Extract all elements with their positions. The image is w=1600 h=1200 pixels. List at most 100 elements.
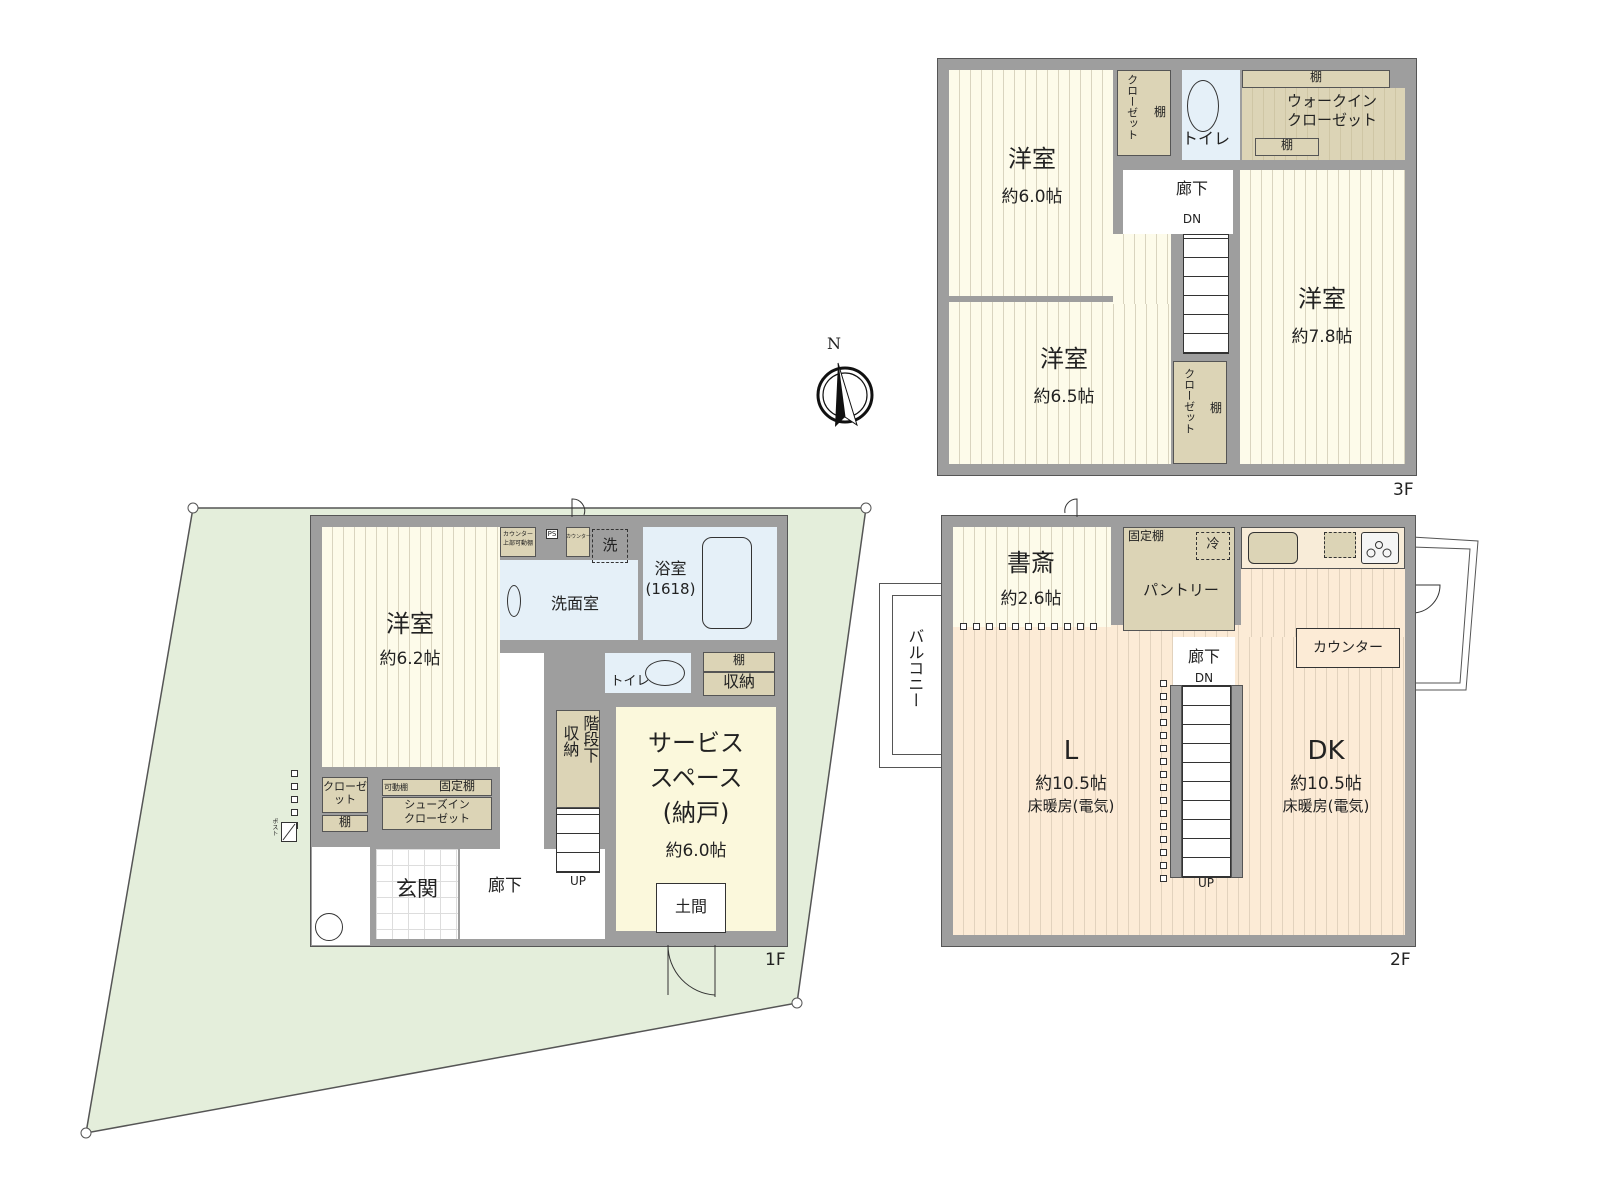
study-door-icon bbox=[1064, 498, 1078, 517]
closet-1f[interactable] bbox=[322, 777, 368, 813]
floor-3f: 洋室 約6.0帖 クローゼット 棚 トイレ 棚 ウォークイン クローゼット 棚 … bbox=[937, 58, 1417, 476]
washroom-label: 洗面室 bbox=[550, 594, 599, 613]
closet-1f-shelf bbox=[322, 815, 368, 832]
doma-label: 土間 bbox=[674, 897, 707, 916]
washroom[interactable] bbox=[500, 560, 638, 640]
toilet-bowl-icon bbox=[645, 660, 685, 686]
fence-dots bbox=[291, 770, 298, 829]
floor-label-1f: 1F bbox=[765, 950, 786, 970]
study-label: 書斎 bbox=[1007, 549, 1055, 577]
counter-upper-line2: 上部可動棚 bbox=[502, 540, 533, 547]
toilet-3f-bowl-icon bbox=[1187, 80, 1219, 132]
ps-label: PS bbox=[546, 529, 558, 540]
walkin-bottom-shelf-label: 棚 bbox=[1280, 138, 1293, 152]
closet-3f-b[interactable] bbox=[1173, 361, 1227, 464]
compass-north-label: N bbox=[827, 334, 841, 353]
hallway-3f-label: 廊下 bbox=[1175, 179, 1208, 198]
sink-icon bbox=[507, 585, 521, 617]
western-room-3f-c[interactable] bbox=[1240, 170, 1405, 464]
hallway-3f-direction: DN bbox=[1182, 212, 1202, 226]
living-dining-floor bbox=[953, 625, 1405, 935]
western-room-1f[interactable] bbox=[322, 527, 500, 767]
western-room-1f-size: 約6.2帖 bbox=[379, 649, 441, 669]
shoe-closet-line2: クローゼット bbox=[404, 812, 470, 825]
floor-label-3f: 3F bbox=[1393, 480, 1414, 500]
closet-3f-a-shelf: 棚 bbox=[1153, 105, 1166, 119]
closet-3f-b-shelf: 棚 bbox=[1209, 401, 1222, 415]
western-room-3f-b-ext bbox=[1113, 234, 1171, 304]
shoe-closet-fixed-shelf bbox=[382, 779, 492, 796]
entry-door-icon bbox=[667, 945, 716, 997]
western-room-3f-a-name: 洋室 bbox=[1008, 145, 1056, 173]
floor-1f: 洋室 約6.2帖 クローゼット 棚 可動棚 固定棚 シューズイン クローゼット … bbox=[310, 515, 788, 947]
living-label: L bbox=[1063, 736, 1079, 766]
counter-2f-label: カウンター bbox=[1313, 640, 1383, 656]
toilet-3f-label: トイレ bbox=[1182, 129, 1231, 148]
pantry-fixed-shelf-label: 固定棚 bbox=[1127, 529, 1164, 543]
counter-2f[interactable] bbox=[1296, 628, 1400, 668]
western-room-3f-b[interactable] bbox=[949, 302, 1171, 464]
closet-1f-shelf-label: 棚 bbox=[338, 815, 351, 829]
shoe-closet-line1: シューズイン bbox=[404, 798, 470, 811]
walkin-bottom-shelf bbox=[1255, 138, 1319, 156]
closet-3f-b-label: クローゼット bbox=[1182, 368, 1196, 434]
western-room-3f-c-size: 約7.8帖 bbox=[1291, 327, 1353, 347]
dishwasher-space bbox=[1324, 532, 1356, 558]
fridge-space bbox=[1196, 532, 1230, 560]
dining-kitchen-size: 約10.5帖 bbox=[1290, 774, 1362, 794]
counter-lower-storage bbox=[566, 527, 590, 557]
stairs-2f[interactable] bbox=[1182, 685, 1231, 878]
closet-1f-label: クローゼット bbox=[323, 780, 367, 806]
counter-upper-line1: カウンター bbox=[502, 531, 533, 538]
adjustable-shelf-label: 可動棚 bbox=[384, 783, 408, 792]
under-stairs-storage[interactable] bbox=[556, 710, 600, 808]
washer-space bbox=[592, 529, 628, 563]
service-space-line3: (納戸) bbox=[662, 799, 730, 827]
dining-kitchen-floor-heating: 床暖房(電気) bbox=[1282, 797, 1370, 815]
balcony[interactable] bbox=[879, 583, 943, 768]
bathroom-label: 浴室 bbox=[654, 559, 687, 578]
bathtub-icon bbox=[702, 537, 752, 629]
dining-kitchen-label: DK bbox=[1307, 736, 1345, 766]
western-room-3f-b-name: 洋室 bbox=[1040, 345, 1088, 373]
storage-1f-label: 収納 bbox=[722, 672, 755, 691]
hallway-2f-direction: DN bbox=[1194, 671, 1214, 685]
post-box-icon bbox=[281, 822, 297, 842]
pantry[interactable] bbox=[1123, 527, 1235, 631]
walkin-top-shelf-label: 棚 bbox=[1309, 70, 1322, 84]
hallway-1f-north bbox=[500, 653, 544, 853]
hallway-3f[interactable] bbox=[1123, 170, 1233, 234]
closet-3f-a[interactable] bbox=[1117, 70, 1171, 156]
stairs-1f[interactable] bbox=[556, 808, 600, 873]
under-stairs-line1: 階段下 bbox=[580, 715, 600, 763]
bathroom-size: (1618) bbox=[645, 580, 696, 598]
shoe-in-closet[interactable] bbox=[382, 797, 492, 830]
western-room-3f-b-size: 約6.5帖 bbox=[1033, 387, 1095, 407]
stair-wall-left bbox=[1170, 685, 1182, 878]
hallway-2f-label: 廊下 bbox=[1187, 647, 1220, 666]
storage-1f[interactable] bbox=[703, 672, 775, 696]
floor-2f: 書斎 約2.6帖 固定棚 冷 パントリー カウンター 廊下 DN UP L 約1… bbox=[941, 515, 1416, 947]
service-space-size: 約6.0帖 bbox=[665, 841, 727, 861]
study-size: 約2.6帖 bbox=[1000, 589, 1062, 609]
hallway-2f[interactable] bbox=[1173, 637, 1235, 685]
stair-wall-right bbox=[1231, 685, 1243, 878]
living-size: 約10.5帖 bbox=[1035, 774, 1107, 794]
kitchen-sink-icon bbox=[1248, 532, 1298, 564]
doma[interactable] bbox=[656, 883, 726, 933]
study[interactable] bbox=[953, 527, 1111, 627]
western-room-3f-a[interactable] bbox=[949, 70, 1113, 296]
stairs-3f[interactable] bbox=[1183, 234, 1229, 354]
stove-icon bbox=[1361, 532, 1399, 564]
living-floor-heating: 床暖房(電気) bbox=[1027, 797, 1115, 815]
under-stairs-line2: 収納 bbox=[560, 725, 580, 757]
entrance[interactable] bbox=[376, 849, 458, 939]
stair-rail-dots bbox=[1160, 680, 1167, 882]
post-label: ポスト bbox=[270, 818, 278, 836]
washroom-door-icon bbox=[571, 498, 586, 517]
walkin-top-shelf bbox=[1242, 70, 1390, 88]
western-room-1f-name: 洋室 bbox=[386, 610, 434, 638]
porch-circle-icon bbox=[315, 913, 343, 941]
fixed-shelf-label: 固定棚 bbox=[438, 779, 475, 793]
kitchen-floor bbox=[1241, 567, 1405, 637]
